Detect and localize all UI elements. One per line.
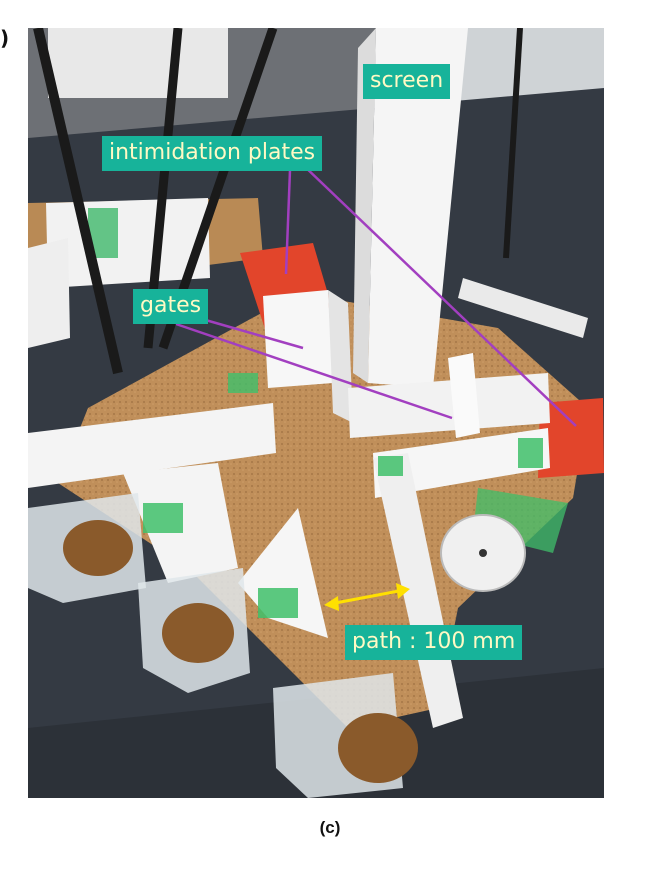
tape-2 — [258, 588, 298, 618]
leader-gate-2 — [175, 322, 453, 420]
leader-plate-right — [301, 163, 577, 427]
intimidation-plate-right — [538, 398, 604, 478]
tape-6 — [228, 373, 258, 393]
dimension-arrow-left — [324, 596, 339, 611]
screen-panel — [368, 28, 468, 388]
lab-equipment-left — [48, 28, 228, 98]
panel-letter: ) — [0, 26, 8, 50]
label-path: path : 100 mm — [345, 625, 523, 660]
back-maze-side — [28, 238, 70, 348]
power-strip — [458, 278, 588, 338]
maze-wall-centre-side — [328, 290, 353, 423]
tape-4 — [518, 438, 543, 468]
tripod-leg-1 — [33, 28, 123, 375]
leader-plate-left — [284, 169, 292, 275]
screen-side — [353, 28, 376, 383]
tape-3 — [378, 456, 403, 476]
label-screen: screen — [363, 64, 451, 99]
label-gates: gates — [133, 289, 209, 324]
gate-right — [448, 353, 480, 438]
maze-scene — [28, 28, 604, 798]
food-2 — [162, 603, 234, 663]
label-intimidation-plates: intimidation plates — [102, 136, 323, 171]
maze-wall-inner — [373, 428, 550, 498]
maze-wall-left — [28, 403, 276, 488]
figure-caption: (c) — [319, 818, 341, 837]
timer-centre — [479, 549, 487, 557]
maze-wall-right — [348, 373, 550, 438]
experiment-photo — [28, 28, 604, 798]
food-1 — [63, 520, 133, 576]
tape-1 — [143, 503, 183, 533]
dimension-line — [329, 588, 405, 606]
tripod-leg-right — [503, 28, 523, 259]
maze-wall-centre — [263, 290, 333, 388]
food-3 — [338, 713, 418, 783]
dimension-arrow-right — [396, 583, 410, 599]
